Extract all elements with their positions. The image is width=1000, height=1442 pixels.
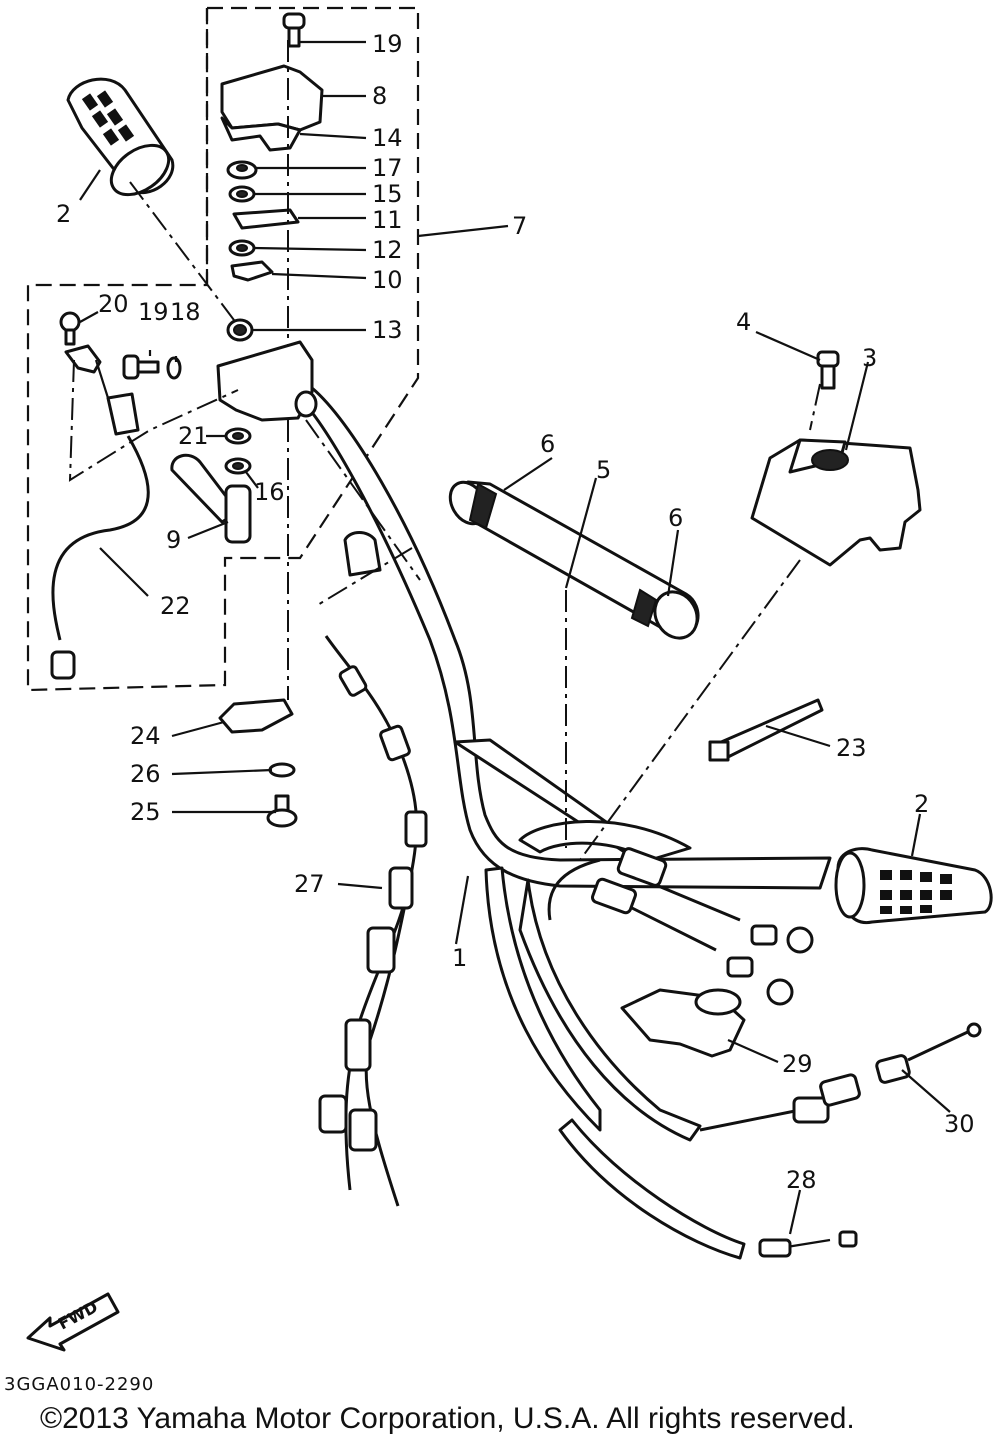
cover-screw[interactable] xyxy=(816,350,840,390)
pad-band-right[interactable] xyxy=(630,588,658,628)
callout-1: 1 xyxy=(452,944,467,972)
callout-27: 27 xyxy=(294,870,325,898)
callout-2-right: 2 xyxy=(914,790,929,818)
callout-13: 13 xyxy=(372,316,403,344)
callout-29: 29 xyxy=(782,1050,813,1078)
diagram-code: 3GGA010-2290 xyxy=(4,1374,154,1395)
copyright-notice: ©2013 Yamaha Motor Corporation, U.S.A. A… xyxy=(40,1402,855,1435)
callout-19-side: 19 xyxy=(138,298,169,326)
clutch-lower-cable[interactable] xyxy=(518,878,982,1142)
throttle-cover[interactable] xyxy=(220,64,324,132)
right-grip[interactable] xyxy=(834,847,993,925)
callout-18: 18 xyxy=(170,298,201,326)
screw-small[interactable] xyxy=(59,311,81,346)
callout-25: 25 xyxy=(130,798,161,826)
throttle-cam[interactable] xyxy=(230,260,274,282)
choke-cable[interactable] xyxy=(50,359,150,680)
callout-10: 10 xyxy=(372,266,403,294)
callout-11: 11 xyxy=(372,206,403,234)
reference-lines xyxy=(68,359,821,861)
washer-26[interactable] xyxy=(268,762,296,778)
callout-6-right: 6 xyxy=(668,504,683,532)
callout-2-left: 2 xyxy=(56,200,71,228)
cable-band[interactable] xyxy=(708,698,824,762)
callout-9: 9 xyxy=(166,526,181,554)
throttle-lever[interactable] xyxy=(232,208,300,230)
throttle-housing[interactable] xyxy=(216,340,318,422)
choke-knob[interactable] xyxy=(170,453,252,544)
washer-side[interactable] xyxy=(166,356,182,380)
callout-22: 22 xyxy=(160,592,191,620)
washer-top[interactable] xyxy=(228,185,256,203)
callout-leaders xyxy=(79,40,951,1235)
callout-23: 23 xyxy=(836,734,867,762)
washer-16[interactable] xyxy=(224,457,252,475)
callout-15: 15 xyxy=(372,180,403,208)
callout-16: 16 xyxy=(254,478,285,506)
callout-20: 20 xyxy=(98,290,129,318)
callout-6-left: 6 xyxy=(540,430,555,458)
callout-3: 3 xyxy=(862,344,877,372)
callout-labels: 19 8 14 17 15 11 12 10 13 7 2 20 19 18 2… xyxy=(56,30,975,1194)
switch[interactable] xyxy=(620,988,746,1058)
callout-19-top: 19 xyxy=(372,30,403,58)
screw-side[interactable] xyxy=(122,354,160,380)
screw-25[interactable] xyxy=(266,794,298,828)
clamp-small[interactable] xyxy=(64,344,102,374)
callout-12: 12 xyxy=(372,236,403,264)
forward-arrow-icon: FWD xyxy=(26,1292,120,1352)
callout-21: 21 xyxy=(178,422,209,450)
callout-24: 24 xyxy=(130,722,161,750)
callout-26: 26 xyxy=(130,760,161,788)
callout-30: 30 xyxy=(944,1110,975,1138)
cover-gasket[interactable] xyxy=(220,116,302,152)
assembly-outlines xyxy=(26,6,420,692)
handlebar-cover[interactable] xyxy=(750,438,922,567)
callout-8: 8 xyxy=(372,82,387,110)
handlebar[interactable] xyxy=(298,386,832,890)
callout-4: 4 xyxy=(736,308,751,336)
lower-bracket[interactable] xyxy=(218,698,294,734)
washer-21[interactable] xyxy=(224,427,252,445)
brake-cable[interactable] xyxy=(484,866,858,1260)
nut[interactable] xyxy=(226,160,258,180)
washer-mid[interactable] xyxy=(228,239,256,257)
throttle-cable[interactable] xyxy=(318,635,428,1207)
callout-17: 17 xyxy=(372,154,403,182)
callout-14: 14 xyxy=(372,124,403,152)
callout-28: 28 xyxy=(786,1166,817,1194)
left-grip[interactable] xyxy=(66,77,178,205)
adjuster-parts[interactable] xyxy=(726,924,814,1006)
grip-centerline xyxy=(129,181,241,329)
callout-7: 7 xyxy=(512,212,527,240)
screw-top[interactable] xyxy=(282,12,306,48)
callout-5: 5 xyxy=(596,456,611,484)
clutch-cable[interactable] xyxy=(547,847,741,952)
pad-band-left[interactable] xyxy=(468,482,498,530)
spring[interactable] xyxy=(226,318,254,342)
